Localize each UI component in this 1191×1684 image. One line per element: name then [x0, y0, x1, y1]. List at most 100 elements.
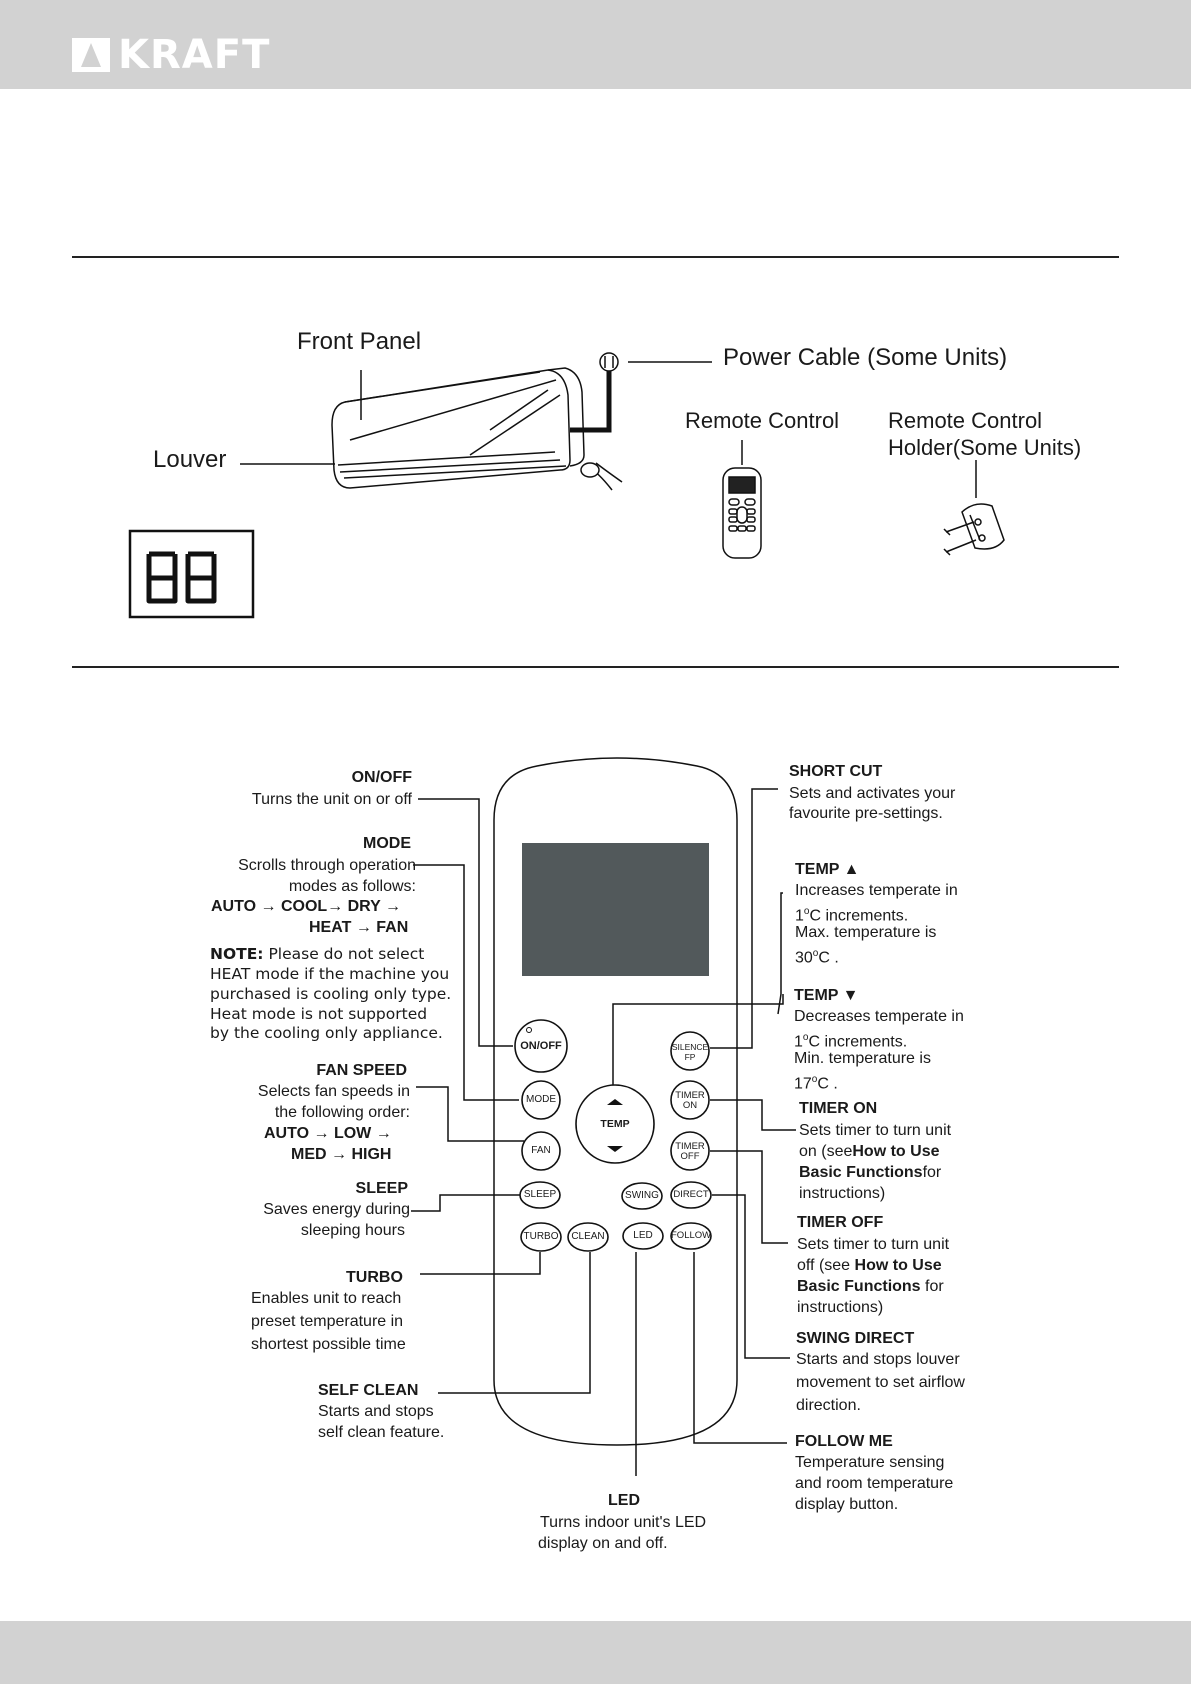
temp-up-line2: 1oC increments. — [795, 901, 908, 926]
timer-off-button[interactable]: TIMER OFF — [670, 1142, 710, 1162]
logo-mark-icon — [72, 38, 110, 72]
mode-heat: HEAT — [309, 919, 352, 936]
timer-on-line2: ON — [682, 1100, 698, 1111]
led-line1: Turns indoor unit's LED — [540, 1514, 707, 1531]
led-button[interactable]: LED — [633, 1230, 653, 1241]
timer-off-ref: How to Use — [854, 1257, 942, 1274]
mode-sequence-1: AUTO → COOL→ DRY → — [211, 896, 401, 917]
temp-up-line3: Max. temperature is — [795, 924, 937, 941]
temp-down-line2: 1oC increments. — [794, 1027, 907, 1052]
swing-direct-title: SWING DIRECT — [796, 1330, 915, 1347]
mode-line1: Scrolls through operation — [238, 857, 416, 874]
section-divider — [72, 666, 1119, 668]
temp-max-unit: C . — [818, 949, 839, 967]
self-clean-line1: Starts and stops — [318, 1403, 434, 1420]
timer-off-line3: Basic Functions for — [797, 1276, 944, 1297]
follow-button[interactable]: FOLLOW — [671, 1230, 712, 1241]
mode-dry: DRY — [347, 898, 381, 915]
timer-on-for: for — [922, 1164, 942, 1181]
mode-auto: AUTO — [211, 898, 257, 915]
degree-sign: o — [802, 1032, 809, 1043]
silence-line2: FP — [684, 1052, 696, 1062]
temp-up-line1: Increases temperate in — [795, 882, 958, 899]
temp-max-value: 30 — [795, 949, 813, 967]
note-line1: NOTE: Please do not select — [210, 944, 424, 964]
degree-sign: o — [812, 948, 819, 959]
brand-logo: KRAFT — [72, 35, 270, 75]
holder-label-line2: Holder(Some Units) — [888, 435, 1082, 460]
arrow-icon: → — [327, 898, 344, 915]
self-clean-title: SELF CLEAN — [318, 1382, 419, 1399]
degree-sign: o — [803, 906, 810, 917]
led-line2: display on and off. — [538, 1535, 668, 1552]
holder-label-line1: Remote Control — [888, 408, 1043, 433]
note-line3: purchased is cooling only type. — [210, 985, 452, 1003]
header-bar — [0, 0, 1191, 89]
turbo-line3: shortest possible time — [251, 1336, 406, 1353]
follow-me-title: FOLLOW ME — [795, 1433, 893, 1450]
note-line2: HEAT mode if the machine you — [210, 965, 450, 983]
temp-down-line3: Min. temperature is — [794, 1050, 931, 1067]
arrow-icon: → — [384, 898, 401, 915]
fan-button[interactable]: FAN — [531, 1145, 551, 1156]
timer-on-line1: Sets timer to turn unit — [799, 1122, 952, 1139]
sleep-button[interactable]: SLEEP — [523, 1189, 557, 1200]
onoff-title: ON/OFF — [351, 769, 412, 786]
fan-speed-line1: Selects fan speeds in — [257, 1083, 410, 1100]
timer-on-button[interactable]: TIMER ON — [670, 1091, 710, 1111]
timer-on-ref2: Basic Functions — [799, 1164, 923, 1181]
temp-down-line1: Decreases temperate in — [794, 1008, 964, 1025]
temp-button[interactable]: TEMP — [600, 1118, 630, 1130]
temp-down-step: 1 — [794, 1033, 803, 1051]
onoff-button[interactable]: ON/OFF — [520, 1040, 562, 1052]
timer-off-ref2: Basic Functions — [797, 1278, 921, 1295]
sleep-title: SLEEP — [355, 1180, 408, 1197]
swing-direct-line1: Starts and stops louver — [796, 1351, 960, 1368]
turbo-line1: Enables unit to reach — [251, 1290, 402, 1307]
temp-down-title: TEMP ▼ — [794, 987, 859, 1004]
swing-direct-line2: movement to set airflow — [796, 1374, 965, 1391]
silence-fp-button[interactable]: SILENCE FP — [668, 1042, 712, 1062]
timer-off-see: off (see — [797, 1257, 855, 1274]
arrow-icon: → — [331, 1146, 348, 1163]
turbo-line2: preset temperature in — [251, 1313, 404, 1330]
direct-button[interactable]: DIRECT — [673, 1189, 709, 1200]
arrow-icon: → — [375, 1125, 392, 1142]
note-title: NOTE: — [210, 945, 264, 963]
arrow-icon: → — [355, 919, 372, 936]
fan-speed-title: FAN SPEED — [316, 1062, 407, 1079]
turbo-button[interactable]: TURBO — [523, 1231, 559, 1242]
short-cut-title: SHORT CUT — [789, 763, 883, 780]
mode-cool: COOL — [280, 898, 328, 915]
timer-off-line4: instructions) — [797, 1299, 884, 1316]
arrow-icon: → — [260, 898, 277, 915]
silence-line1: SILENCE — [671, 1042, 709, 1052]
temp-min-value: 17 — [794, 1075, 812, 1093]
mode-fan: FAN — [376, 919, 409, 936]
note-line5: by the cooling only appliance. — [210, 1024, 443, 1042]
speed-auto: AUTO — [264, 1125, 310, 1142]
mode-line2: modes as follows: — [288, 878, 416, 895]
onoff-desc: Turns the unit on or off — [251, 791, 412, 808]
fan-speed-seq2: MED → HIGH — [291, 1144, 391, 1165]
swing-direct-line3: direction. — [796, 1397, 861, 1414]
temp-up-line4: 30oC . — [795, 943, 839, 968]
self-clean-line2: self clean feature. — [318, 1424, 445, 1441]
timer-off-line1: Sets timer to turn unit — [797, 1236, 950, 1253]
sleep-line1: Saves energy during — [263, 1201, 410, 1218]
mode-title: MODE — [363, 835, 411, 852]
power-cable-label: Power Cable (Some Units) — [723, 344, 1008, 371]
note-text: Please do not select — [268, 945, 425, 963]
swing-button[interactable]: SWING — [625, 1190, 659, 1201]
led-title: LED — [608, 1492, 640, 1509]
temp-up-title: TEMP ▲ — [795, 861, 860, 878]
fan-speed-seq1: AUTO → LOW → — [264, 1123, 392, 1144]
section-divider — [72, 256, 1119, 258]
mode-button[interactable]: MODE — [526, 1094, 556, 1105]
clean-button[interactable]: CLEAN — [571, 1231, 605, 1242]
timer-on-line3: Basic Functionsfor — [799, 1162, 941, 1183]
arrow-icon: → — [313, 1125, 330, 1142]
sleep-line2: sleeping hours — [300, 1222, 405, 1239]
